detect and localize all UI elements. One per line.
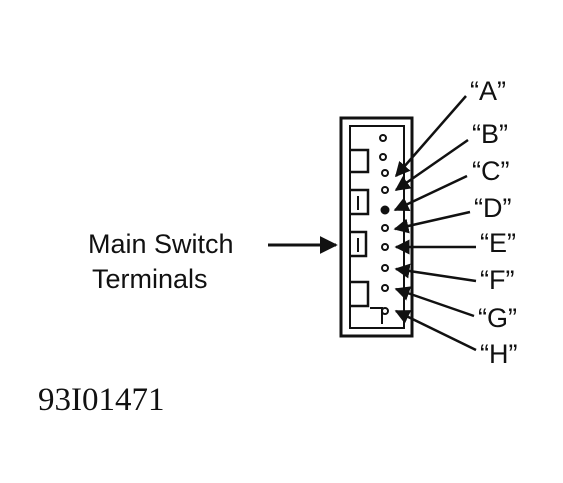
main-switch-label: Main Switch bbox=[88, 229, 234, 259]
terminal-pins bbox=[379, 134, 390, 315]
terminal-label-a: “A” bbox=[470, 76, 506, 106]
terminal-b-arrow bbox=[394, 138, 469, 192]
figure-code: 93I01471 bbox=[38, 382, 165, 418]
terminal-arrows bbox=[393, 95, 477, 352]
terminal-f-arrow bbox=[394, 263, 477, 283]
terminal-label-c: “C” bbox=[472, 156, 509, 186]
terminal-a-arrow bbox=[395, 95, 467, 178]
terminal-g-arrow bbox=[394, 286, 475, 318]
terminal-label-h: “H” bbox=[480, 339, 517, 369]
terminal-label-g: “G” bbox=[478, 303, 517, 333]
terminal-d-arrow bbox=[393, 210, 471, 234]
connector-body bbox=[339, 116, 414, 338]
terminal-h-arrow bbox=[394, 309, 477, 352]
terminals-label: Terminals bbox=[92, 264, 208, 294]
terminal-label-e: “E” bbox=[480, 228, 516, 258]
terminal-label-f: “F” bbox=[480, 265, 514, 295]
terminal-label-d: “D” bbox=[474, 193, 511, 223]
terminal-labels: “A” “B” “C” “D” “E” “F” “G” “H” bbox=[470, 76, 517, 369]
terminal-label-b: “B” bbox=[472, 119, 508, 149]
terminal-c-arrow bbox=[393, 174, 468, 212]
